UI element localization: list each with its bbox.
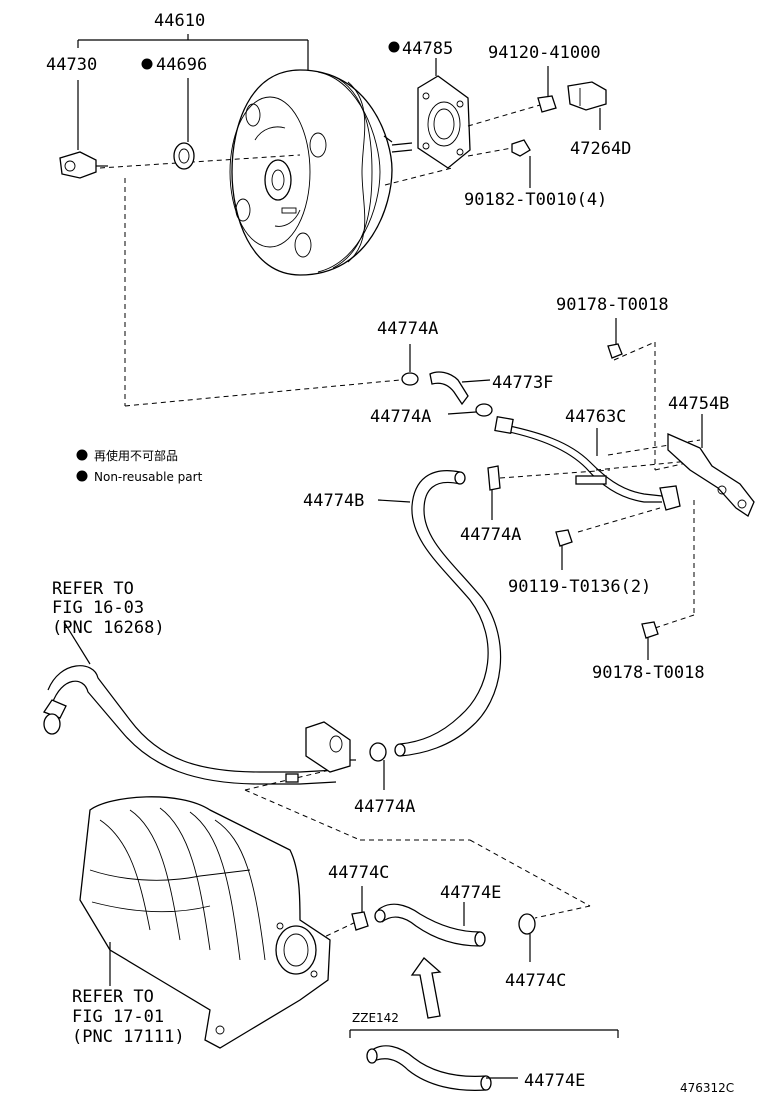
clamp-44774C-2 — [518, 913, 536, 962]
dashed-connection-lines — [124, 178, 701, 941]
label-90182-T0010[interactable]: 90182-T0010(4) — [464, 190, 607, 210]
label-44774C-1[interactable]: 44774C — [328, 863, 389, 883]
check-valve-44730 — [59, 151, 108, 179]
label-44763C[interactable]: 44763C — [565, 407, 626, 427]
label-90178-T0018-bottom[interactable]: 90178-T0018 — [592, 663, 705, 683]
nut-94120 — [537, 95, 557, 113]
refer-16-line3[interactable]: (PNC 16268) — [52, 618, 165, 638]
label-44774C-2[interactable]: 44774C — [505, 971, 566, 991]
non-reusable-marker-44696 — [141, 58, 153, 70]
clamp-44774A-2 — [447, 403, 493, 417]
label-44774A-3[interactable]: 44774A — [460, 525, 521, 545]
clamp-44774C-1 — [351, 886, 369, 931]
label-47264D[interactable]: 47264D — [570, 139, 631, 159]
legend-text-en: Non-reusable part — [94, 470, 203, 484]
label-44774E-1[interactable]: 44774E — [440, 883, 501, 903]
legend-dot-jp — [76, 449, 88, 461]
label-44785[interactable]: 44785 — [402, 39, 453, 59]
non-reusable-marker-44785 — [388, 41, 400, 53]
label-44774E-2[interactable]: 44774E — [524, 1071, 585, 1091]
arrow-up — [410, 957, 442, 1019]
clamp-44774A-1 — [401, 344, 419, 386]
clevis-47264D — [567, 81, 607, 111]
label-44730[interactable]: 44730 — [46, 55, 97, 75]
label-44610[interactable]: 44610 — [154, 11, 205, 31]
label-44696[interactable]: 44696 — [156, 55, 207, 75]
label-44774A-4[interactable]: 44774A — [354, 797, 415, 817]
label-44774B[interactable]: 44774B — [303, 491, 364, 511]
label-44754B[interactable]: 44754B — [668, 394, 729, 414]
hose-44774B — [377, 470, 502, 757]
zze142-bracket — [349, 1029, 619, 1038]
intake-manifold — [79, 796, 331, 1049]
legend-dot-en — [76, 470, 88, 482]
refer-16-line1[interactable]: REFER TO — [52, 579, 134, 599]
clamp-44774A-4 — [369, 742, 387, 790]
diagram-code: 476312C — [680, 1081, 734, 1095]
hose-44773F — [429, 371, 491, 406]
refer-17-line1[interactable]: REFER TO — [72, 987, 154, 1007]
leader-lines-top — [77, 34, 601, 188]
vacuum-tube-44763C — [494, 415, 681, 511]
hose-44774E-2 — [366, 1045, 518, 1091]
bolt-90178-top — [607, 318, 623, 359]
bolt-90178-bottom — [641, 621, 659, 660]
label-94120-41000[interactable]: 94120-41000 — [488, 43, 601, 63]
nut-90182 — [511, 139, 531, 157]
refer-16-line2[interactable]: FIG 16-03 — [52, 598, 144, 618]
label-44774A-2[interactable]: 44774A — [370, 407, 431, 427]
refer-17-line3[interactable]: (PNC 17111) — [72, 1027, 185, 1047]
clamp-44774A-3 — [487, 465, 501, 520]
legend-text-jp: 再使用不可部品 — [94, 448, 178, 463]
bolt-90119 — [555, 529, 573, 570]
refer-17-line2[interactable]: FIG 17-01 — [72, 1007, 164, 1027]
brake-booster — [229, 69, 413, 276]
grommet-44696 — [173, 142, 195, 170]
label-90178-T0018-top[interactable]: 90178-T0018 — [556, 295, 669, 315]
pcv-pipe — [43, 621, 356, 785]
variant-label-zze142: ZZE142 — [352, 1011, 399, 1025]
label-44774A-1[interactable]: 44774A — [377, 319, 438, 339]
hose-44774E-1 — [374, 902, 486, 947]
label-44773F[interactable]: 44773F — [492, 373, 553, 393]
label-90119-T0136[interactable]: 90119-T0136(2) — [508, 577, 651, 597]
bracket-44754B — [667, 414, 755, 517]
gasket-plate-44785 — [417, 75, 471, 169]
